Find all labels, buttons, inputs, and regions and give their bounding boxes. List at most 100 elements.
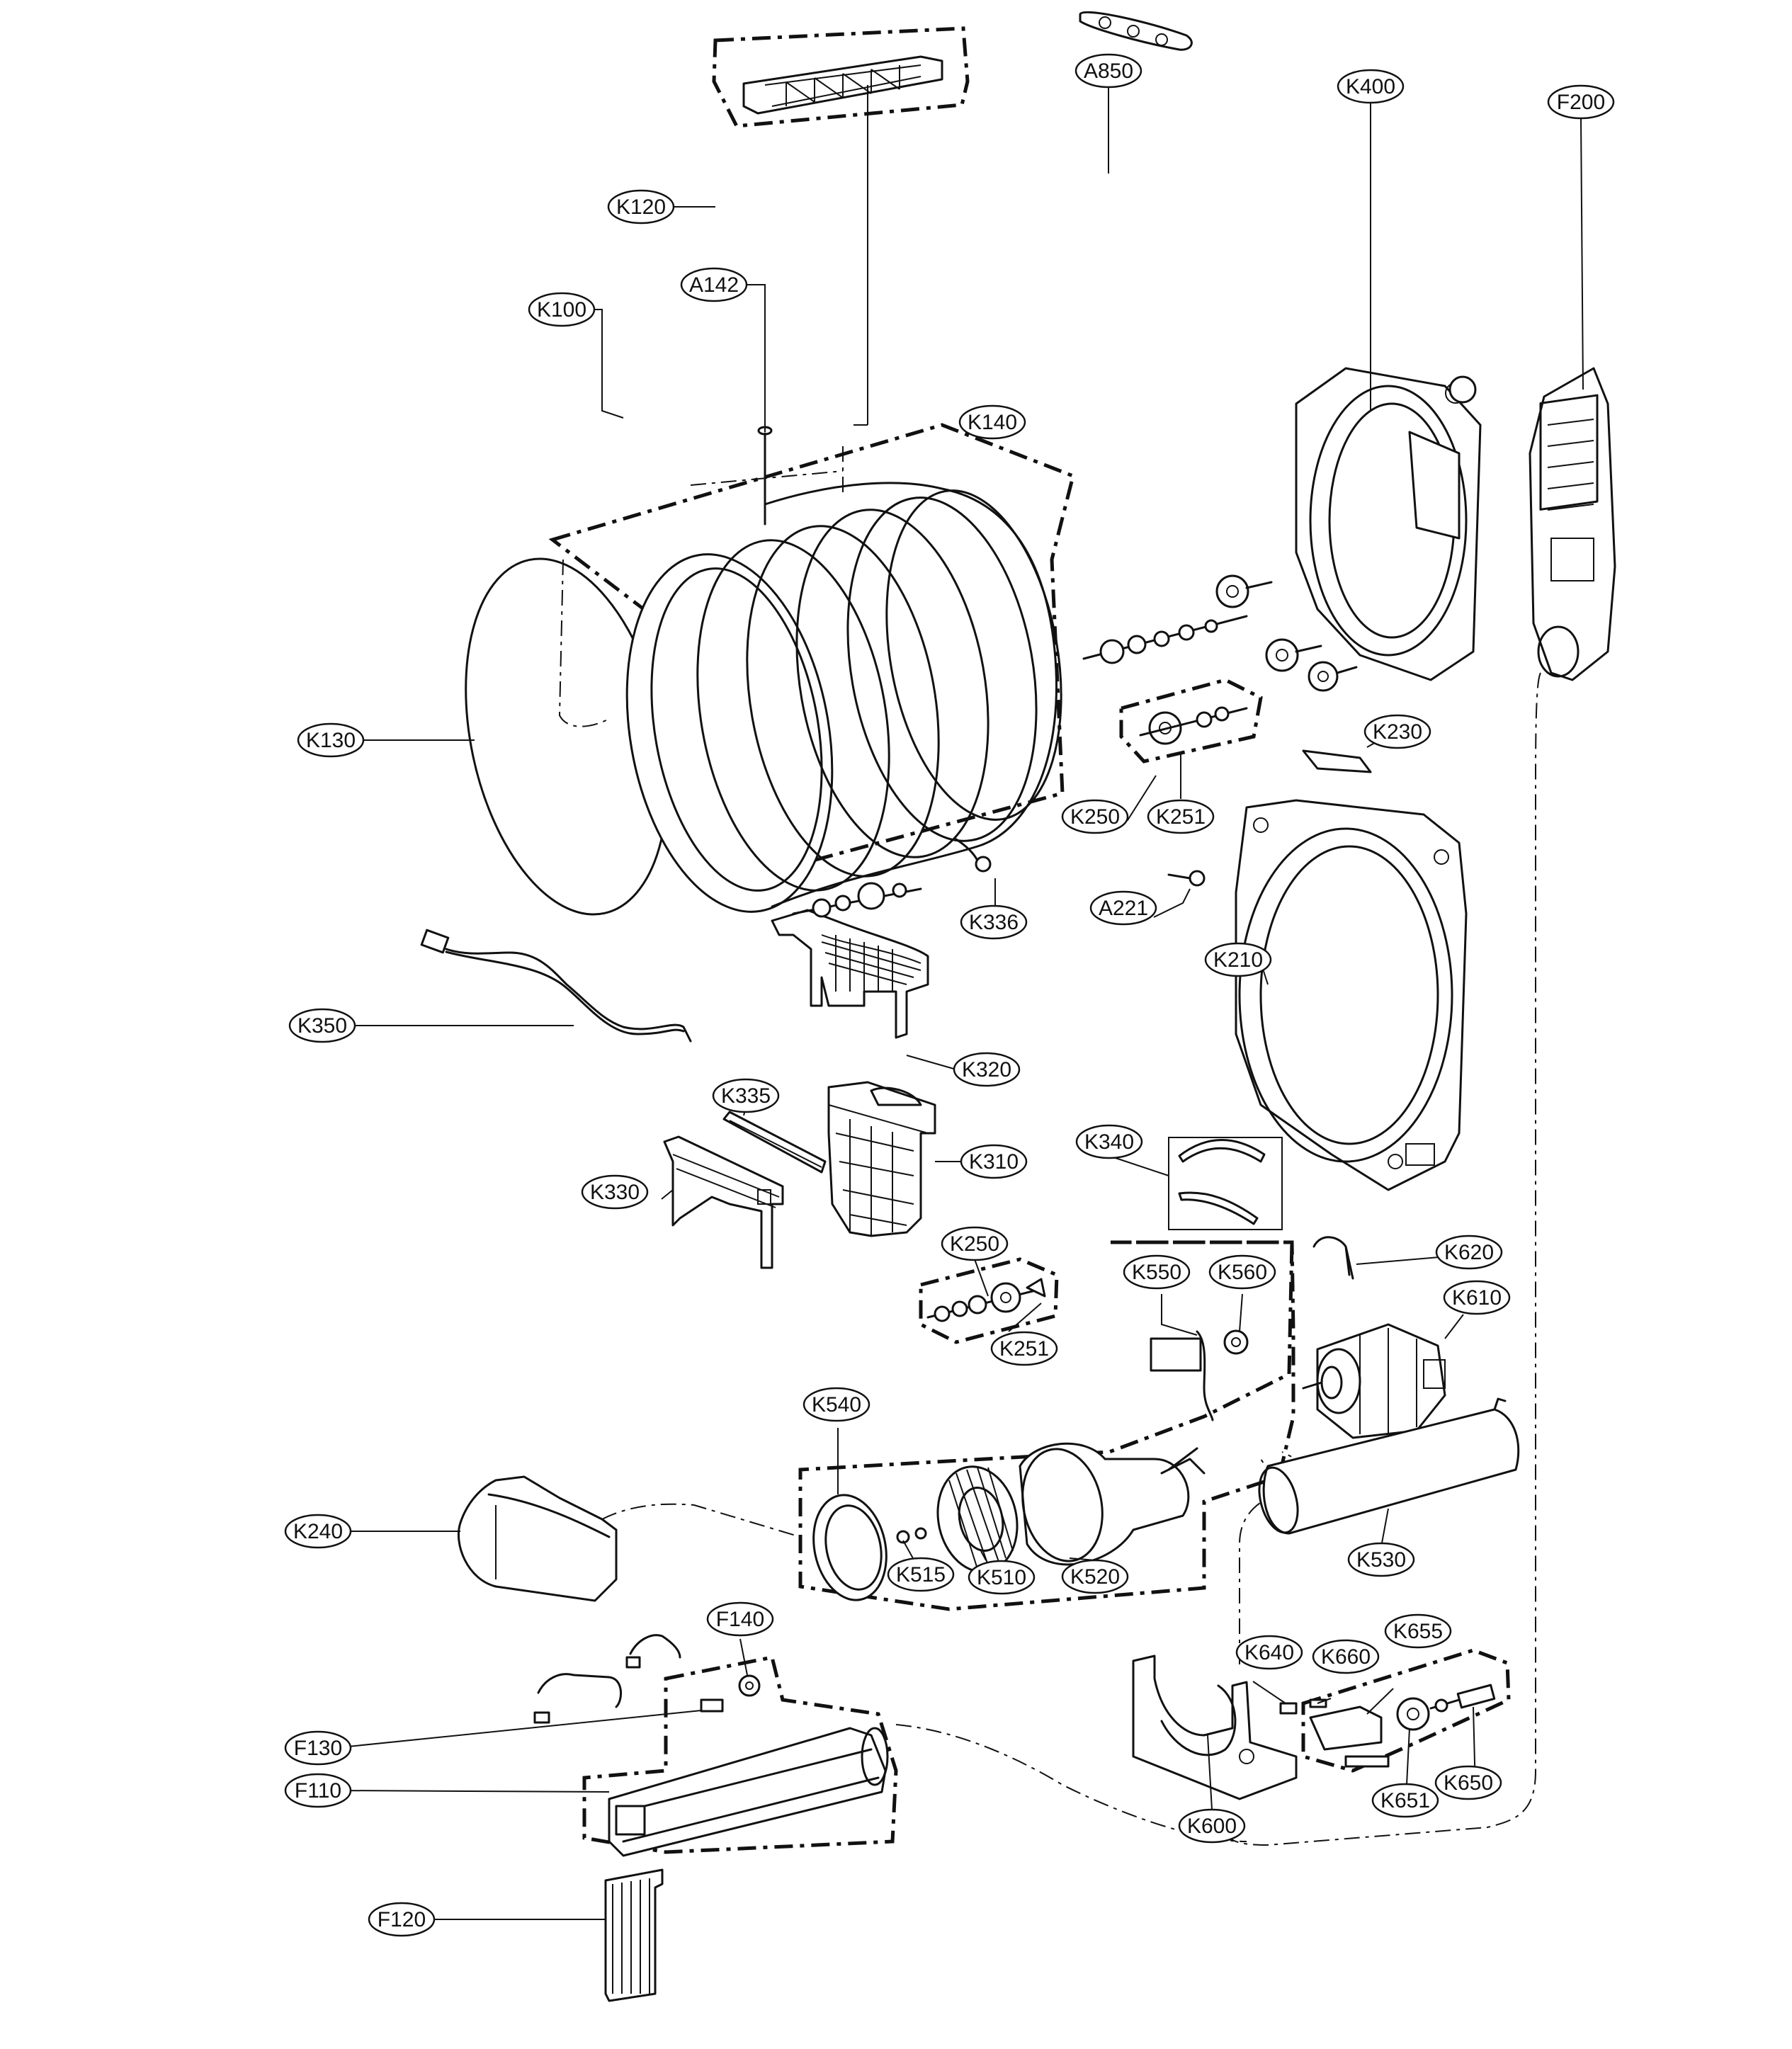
- callout-oval: [284, 1514, 352, 1549]
- callout-text: F140: [716, 1608, 764, 1631]
- callout-oval: [1434, 1765, 1502, 1800]
- a221-screw-part: [1167, 870, 1206, 887]
- callout-text: K330: [590, 1181, 640, 1204]
- callout-oval: [1235, 1635, 1303, 1670]
- callout-oval: [1435, 1234, 1503, 1270]
- k230-bracket-part: [1302, 749, 1372, 773]
- k336-spring-part: [955, 838, 992, 873]
- callout-k140: K140: [958, 404, 1026, 440]
- callout-text: F130: [294, 1737, 342, 1760]
- callout-text: K651: [1380, 1789, 1430, 1812]
- callout-k350: K350: [288, 1008, 356, 1043]
- callout-text: K515: [896, 1563, 946, 1587]
- callout-k560: K560: [1208, 1254, 1276, 1290]
- k120-vent-part: [742, 55, 943, 115]
- callout-text: K560: [1218, 1261, 1267, 1284]
- callout-text: K120: [616, 195, 666, 219]
- callout-f140: F140: [706, 1601, 774, 1637]
- callout-oval: [1061, 799, 1129, 834]
- callout-oval: [1312, 1639, 1380, 1674]
- callout-oval: [953, 1052, 1021, 1087]
- callout-text: K640: [1244, 1641, 1294, 1664]
- callout-k400: K400: [1337, 69, 1405, 104]
- callout-oval: [1089, 890, 1157, 926]
- callout-k340: K340: [1075, 1124, 1143, 1159]
- callout-oval: [803, 1387, 871, 1422]
- callout-oval: [1123, 1254, 1191, 1290]
- k620-clip-part: [1312, 1236, 1354, 1280]
- callout-oval: [368, 1902, 436, 1937]
- group-f110-outline: [582, 1655, 898, 1854]
- callout-k640: K640: [1235, 1635, 1303, 1670]
- callout-text: K240: [293, 1520, 343, 1543]
- callout-text: A850: [1084, 59, 1133, 83]
- callout-k251a: K251: [1147, 799, 1215, 834]
- callout-oval: [990, 1331, 1058, 1366]
- callout-oval: [297, 722, 365, 758]
- callout-text: K610: [1452, 1286, 1502, 1310]
- group-k100-drum-outline: [548, 423, 1075, 888]
- link-k130-drum: [558, 559, 610, 727]
- callout-k620: K620: [1435, 1234, 1503, 1270]
- callout-a142: A142: [680, 267, 748, 302]
- callout-oval: [1384, 1613, 1452, 1649]
- callout-text: K251: [999, 1337, 1049, 1361]
- callout-oval: [887, 1557, 955, 1592]
- callout-text: K540: [812, 1393, 861, 1417]
- k610-motor-part: [1302, 1323, 1446, 1439]
- group-blower-outline: [798, 1240, 1295, 1611]
- group-k650-outline: [1301, 1648, 1511, 1773]
- f120-heater-element-part: [604, 1868, 664, 2002]
- callout-text: K660: [1321, 1645, 1371, 1669]
- callout-text: K655: [1393, 1620, 1443, 1643]
- callout-oval: [1547, 84, 1615, 120]
- callout-oval: [1075, 1124, 1143, 1159]
- k530-tube-part: [1258, 1397, 1520, 1535]
- callout-text: K250: [950, 1232, 999, 1256]
- callout-oval: [288, 1008, 356, 1043]
- link-k240-blower: [601, 1503, 801, 1538]
- f110-heater-duct-part: [608, 1727, 889, 1857]
- callout-k250b: K250: [941, 1226, 1009, 1261]
- callout-oval: [1347, 1542, 1415, 1577]
- callout-oval: [706, 1601, 774, 1637]
- callout-k600: K600: [1178, 1808, 1246, 1844]
- callout-oval: [284, 1773, 352, 1808]
- k310-filter-housing-part: [827, 1081, 936, 1237]
- callout-text: K510: [977, 1566, 1026, 1589]
- k550-k560-parts: [1150, 1329, 1249, 1421]
- callout-text: K250: [1070, 805, 1120, 829]
- callout-k510: K510: [968, 1560, 1036, 1595]
- callout-k330: K330: [581, 1174, 649, 1210]
- callout-a221: A221: [1089, 890, 1157, 926]
- k640-k651-idler-parts: [1279, 1684, 1496, 1768]
- callout-oval: [1371, 1783, 1439, 1818]
- callout-oval: [1337, 69, 1405, 104]
- callout-text: F200: [1557, 91, 1605, 114]
- callout-k120: K120: [607, 189, 675, 225]
- callout-k515: K515: [887, 1557, 955, 1592]
- callout-text: A142: [689, 273, 739, 297]
- callout-text: K251: [1156, 805, 1206, 829]
- callout-oval: [960, 1144, 1028, 1179]
- callout-k320: K320: [953, 1052, 1021, 1087]
- k250-shaft-bottom-part: [926, 1278, 1046, 1322]
- callout-oval: [1208, 1254, 1276, 1290]
- link-k120-drum: [690, 446, 844, 496]
- k350-harness-part: [420, 929, 692, 1043]
- callout-f110: F110: [284, 1773, 352, 1808]
- callout-oval: [960, 904, 1028, 940]
- callout-oval: [680, 267, 748, 302]
- k600-motor-mount-part: [1132, 1654, 1298, 1800]
- callout-text: K530: [1356, 1548, 1406, 1572]
- callout-k335: K335: [712, 1078, 780, 1113]
- callout-k251b: K251: [990, 1331, 1058, 1366]
- callout-oval: [1178, 1808, 1246, 1844]
- callout-oval: [941, 1226, 1009, 1261]
- callout-oval: [1363, 714, 1431, 749]
- callout-f200: F200: [1547, 84, 1615, 120]
- callout-k660: K660: [1312, 1639, 1380, 1674]
- callout-text: K140: [968, 411, 1017, 434]
- callout-text: K620: [1444, 1241, 1494, 1264]
- callout-text: K340: [1084, 1130, 1134, 1154]
